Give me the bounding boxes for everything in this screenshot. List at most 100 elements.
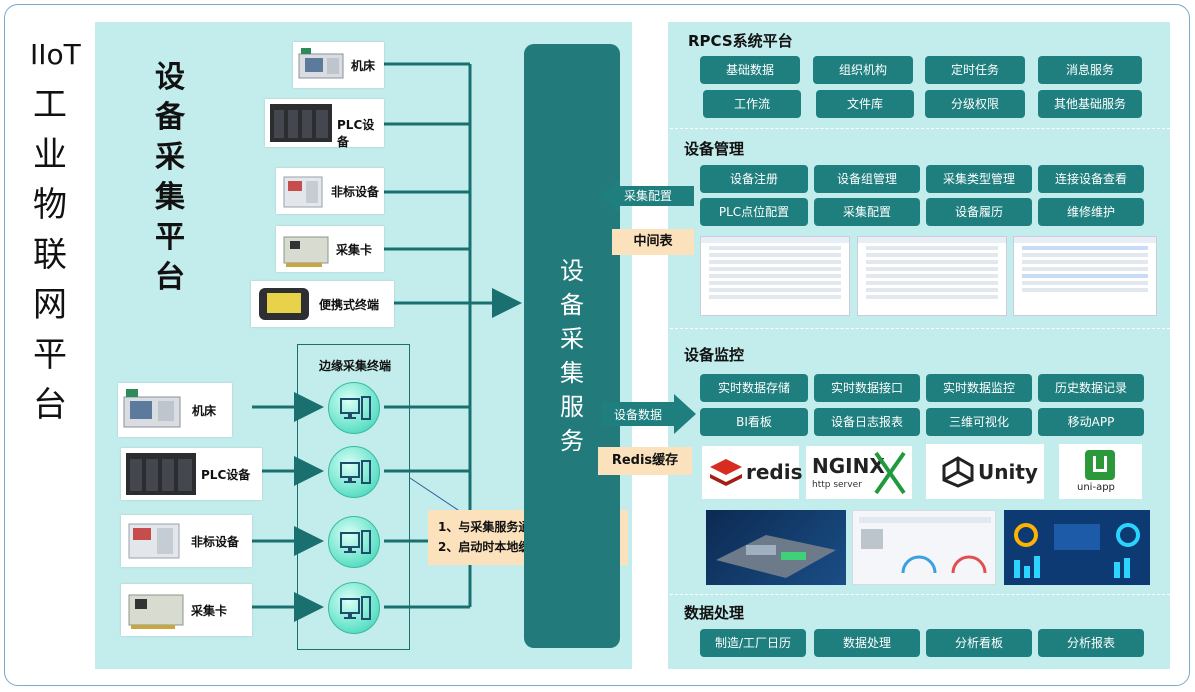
unity-logo: Unity (926, 444, 1044, 499)
device-card-plc: PLC设备 (265, 99, 384, 149)
redis-logo-text: redis (746, 460, 803, 484)
data-processing-button[interactable]: 分析报表 (1038, 629, 1144, 657)
device-mgmt-button[interactable]: 设备组管理 (814, 165, 920, 193)
device-data-arrow (602, 394, 696, 434)
device-monitor-button[interactable]: 实时数据监控 (926, 374, 1032, 402)
edge-device-nonstandard: 非标设备 (121, 515, 252, 567)
3d-dashboard-thumbnail (706, 510, 846, 585)
edge-device-label: 机床 (192, 404, 217, 418)
rpcs-button[interactable]: 其他基础服务 (1038, 90, 1142, 118)
device-card-nonstandard: 非标设备 (276, 168, 384, 214)
config-screenshot (700, 236, 850, 316)
device-mgmt-button[interactable]: 设备履历 (926, 198, 1032, 226)
platform-char: 备 (155, 100, 185, 135)
section-divider (670, 328, 1170, 329)
nginx-x-icon (874, 451, 906, 495)
rpcs-button[interactable]: 消息服务 (1038, 56, 1142, 84)
main-title: IIoT 工 业 物 联 网 平 台 (30, 30, 81, 430)
edge-device-label: PLC设备 (201, 468, 251, 482)
edge-device-label: 非标设备 (191, 535, 240, 549)
device-card-machine: 机床 (293, 42, 384, 88)
device-data-arrow-label: 设备数据 (614, 408, 663, 422)
main-title-char: 网 (33, 285, 67, 325)
rpcs-button[interactable]: 分级权限 (925, 90, 1025, 118)
device-mgmt-button[interactable]: 设备注册 (700, 165, 808, 193)
computer-icon (340, 460, 371, 484)
data-processing-button[interactable]: 数据处理 (814, 629, 920, 657)
platform-char: 设 (155, 60, 185, 95)
device-mgmt-button[interactable]: 维修维护 (1038, 198, 1144, 226)
rpcs-button[interactable]: 文件库 (816, 90, 914, 118)
edge-terminal-title: 边缘采集终端 (318, 359, 391, 373)
config-arrow-label: 采集配置 (624, 189, 673, 203)
uniapp-logo-text: uni-app (1077, 482, 1115, 493)
main-title-char: 工 (33, 85, 67, 125)
portable-terminal-icon (259, 288, 309, 320)
device-monitor-button[interactable]: 移动APP (1038, 408, 1144, 436)
device-monitor-button[interactable]: BI看板 (700, 408, 808, 436)
plc-icon (270, 104, 332, 142)
section-divider (670, 594, 1170, 595)
device-mgmt-title: 设备管理 (684, 140, 745, 158)
device-mgmt-button[interactable]: 采集类型管理 (926, 165, 1032, 193)
nginx-logo-subtext: http server (812, 480, 862, 490)
rpcs-button[interactable]: 组织机构 (813, 56, 913, 84)
rpcs-title: RPCS系统平台 (688, 32, 793, 50)
outer-frame (4, 4, 1190, 686)
data-processing-button[interactable]: 制造/工厂日历 (700, 629, 806, 657)
machine-tool-icon (298, 48, 344, 79)
edge-device-plc: PLC设备 (121, 448, 262, 500)
rpcs-button[interactable]: 工作流 (703, 90, 801, 118)
data-processing-button[interactable]: 分析看板 (926, 629, 1032, 657)
redis-icon (710, 459, 742, 486)
config-arrow (600, 178, 694, 214)
service-char: 服 (560, 393, 584, 421)
device-mgmt-button[interactable]: PLC点位配置 (700, 198, 808, 226)
nonstandard-device-icon (283, 176, 323, 208)
device-monitor-button[interactable]: 设备日志报表 (814, 408, 920, 436)
collection-platform-title: 设 备 采 集 平 台 (150, 58, 190, 298)
config-screenshot (857, 236, 1007, 316)
device-label: PLC设备 (337, 118, 375, 149)
device-mgmt-button[interactable]: 采集配置 (814, 198, 920, 226)
service-char: 采 (560, 325, 584, 353)
config-screenshot (1013, 236, 1157, 316)
bi-dashboard-thumbnail (1004, 510, 1150, 585)
platform-char: 集 (155, 180, 185, 215)
main-title-char: 平 (33, 335, 67, 375)
terminal-circle (328, 382, 380, 434)
device-card-portable: 便携式终端 (251, 281, 394, 327)
platform-char: 平 (155, 220, 185, 255)
device-monitor-title: 设备监控 (684, 346, 745, 364)
edge-device-machine: 机床 (118, 383, 232, 437)
device-monitor-button[interactable]: 实时数据存储 (700, 374, 808, 402)
rpcs-button[interactable]: 定时任务 (925, 56, 1025, 84)
device-monitor-button[interactable]: 三维可视化 (926, 408, 1032, 436)
nonstandard-device-icon (128, 523, 180, 559)
unity-icon (942, 456, 974, 488)
main-title-char: 业 (33, 135, 67, 175)
collection-service-label: 设 备 采 集 服 务 (524, 254, 620, 458)
edge-device-daq: 采集卡 (121, 584, 252, 636)
data-processing-title: 数据处理 (684, 604, 745, 622)
plc-icon (126, 453, 196, 495)
gauge-dashboard-thumbnail (852, 510, 996, 585)
main-title-char: 联 (33, 235, 67, 275)
device-card-daq: 采集卡 (276, 226, 384, 272)
service-char: 务 (560, 427, 584, 455)
collection-service: 设 备 采 集 服 务 (524, 44, 620, 648)
terminal-circle (328, 446, 380, 498)
daq-card-icon (128, 594, 184, 629)
device-label: 采集卡 (336, 243, 373, 257)
rpcs-button[interactable]: 基础数据 (700, 56, 800, 84)
device-monitor-button[interactable]: 实时数据接口 (814, 374, 920, 402)
computer-icon (340, 596, 371, 620)
service-char: 集 (560, 359, 584, 387)
section-divider (670, 128, 1170, 129)
device-mgmt-button[interactable]: 连接设备查看 (1038, 165, 1144, 193)
platform-char: 台 (155, 260, 185, 295)
device-monitor-button[interactable]: 历史数据记录 (1038, 374, 1144, 402)
terminal-circle (328, 582, 380, 634)
middle-table-tag: 中间表 (612, 229, 694, 255)
uniapp-logo: uni-app (1059, 444, 1142, 499)
